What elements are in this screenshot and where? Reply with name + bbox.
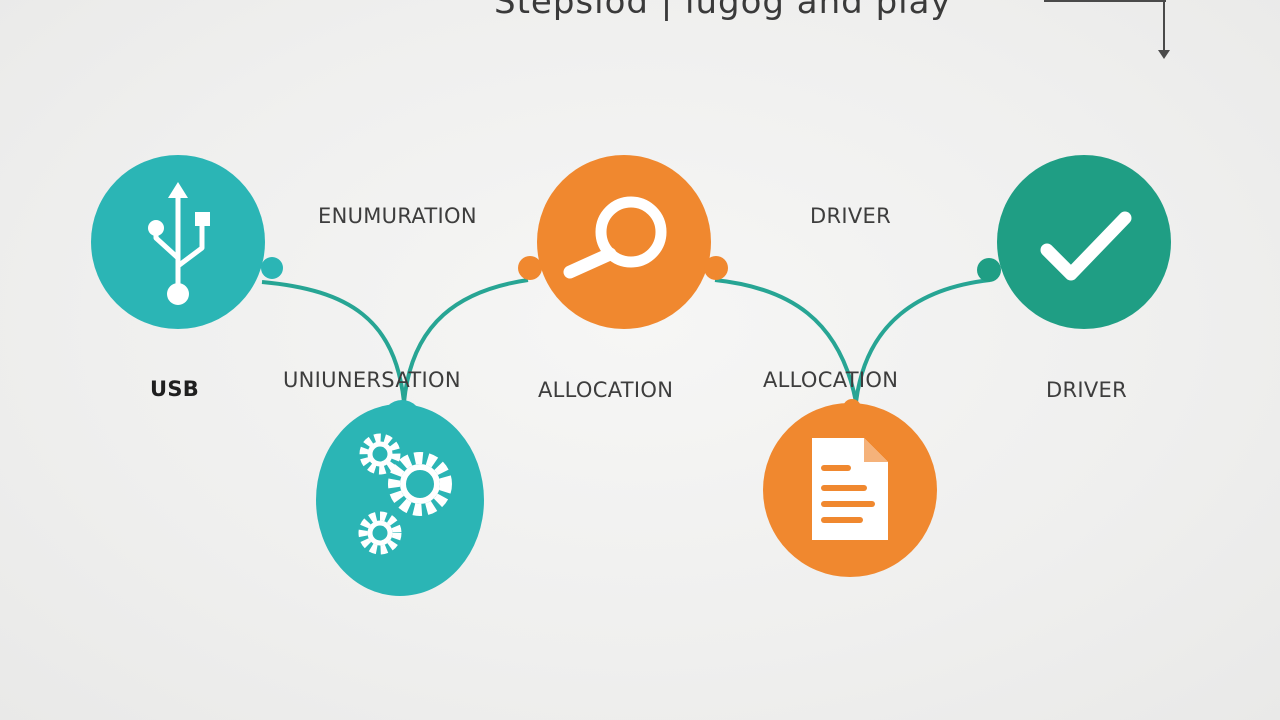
label-uniunersation: UNIUNERSATION [283, 368, 461, 392]
corner-arrow-icon [1158, 50, 1170, 59]
document-icon [812, 438, 888, 540]
gears-node [312, 388, 492, 600]
corner-connector-horizontal [1044, 0, 1166, 2]
label-allocation-center: ALLOCATION [538, 378, 674, 402]
connector-search-document [714, 278, 858, 403]
connector-usb-gears [261, 280, 406, 403]
label-allocation-right: ALLOCATION [763, 368, 899, 392]
label-usb: USB [150, 377, 200, 401]
label-driver: DRIVER [1046, 378, 1127, 402]
connector-document-check [854, 278, 991, 403]
diagram-title: Stepsiod | lugog and play [494, 0, 952, 22]
search-node [516, 154, 730, 334]
usb-node [88, 154, 288, 334]
gears-icon [358, 433, 452, 555]
checkmark-node [975, 154, 1175, 334]
magnifier-icon [563, 196, 667, 279]
label-enumuration: ENUMURATION [318, 204, 477, 228]
corner-connector-vertical [1163, 0, 1165, 52]
label-driver-top: DRIVER [810, 204, 891, 228]
connector-gears-search [402, 278, 529, 403]
checkmark-icon [1040, 211, 1132, 281]
document-node [760, 396, 940, 580]
